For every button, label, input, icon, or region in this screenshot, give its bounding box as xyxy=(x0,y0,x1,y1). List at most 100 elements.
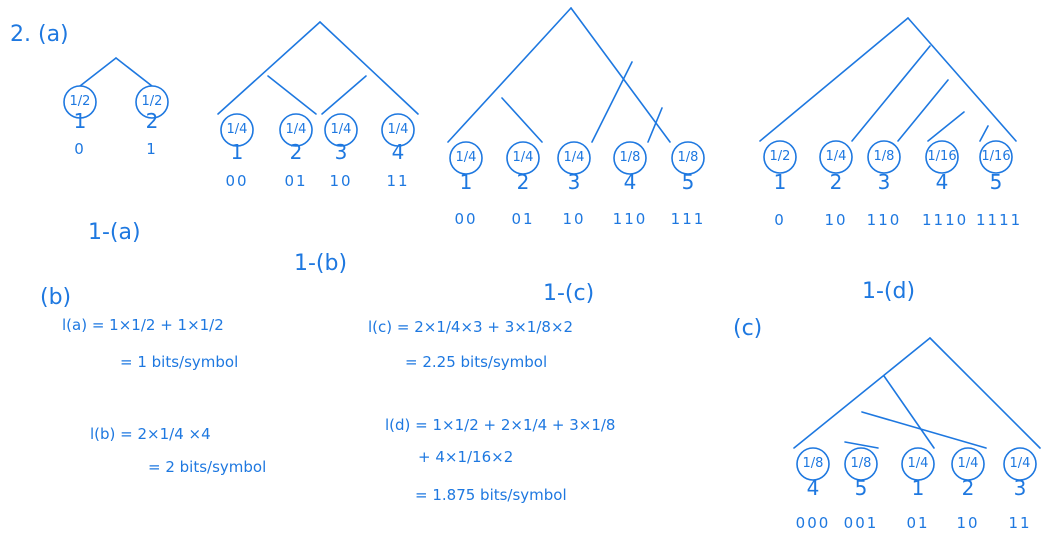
tree-c-leaf-code: 01 xyxy=(511,210,535,228)
tree-b-leaf-node xyxy=(381,113,415,147)
formula-la-1: l(a) = 1×1/2 + 1×1/2 xyxy=(62,316,224,334)
formula-ld-2: + 4×1/16×2 xyxy=(418,448,514,466)
tree-b-leaf-code: 10 xyxy=(329,172,353,190)
formula-lc-1: l(c) = 2×1/4×3 + 3×1/8×2 xyxy=(368,318,574,336)
tree-b-leaf-node xyxy=(279,113,313,147)
tree-e-leaf-probability: 1/4 xyxy=(907,456,929,471)
tree-b-edge xyxy=(217,21,321,115)
tree-d-edge xyxy=(897,79,949,142)
tree-c-leaf-code: 111 xyxy=(670,210,706,228)
tree-c-leaf-node xyxy=(671,141,705,175)
tree-c-leaf-code: 00 xyxy=(454,210,478,228)
tree-d-leaf-node xyxy=(979,140,1013,174)
tree-c-edge xyxy=(447,7,572,143)
tree-c-leaf-symbol: 1 xyxy=(459,170,473,194)
formula-lb-1: l(b) = 2×1/4 ×4 xyxy=(90,425,211,443)
tree-e-leaf-node xyxy=(951,447,985,481)
tree-d-leaf-symbol: 3 xyxy=(877,170,891,194)
tree-d-leaf-probability: 1/4 xyxy=(825,149,847,164)
tree-d-edge xyxy=(759,17,909,142)
tree-c-leaf-probability: 1/4 xyxy=(563,150,585,165)
tree-a-edge xyxy=(79,57,117,87)
tree-e-leaf-node xyxy=(901,447,935,481)
tree-e-leaf-symbol: 3 xyxy=(1013,476,1027,500)
problem-heading: 2. (a) xyxy=(10,22,69,47)
tree-d-leaf-node xyxy=(925,140,959,174)
tree-b-leaf-probability: 1/4 xyxy=(387,122,409,137)
tree-d-leaf-code: 1111 xyxy=(976,211,1023,229)
tree-c-leaf-node xyxy=(613,141,647,175)
tree-c-edge xyxy=(591,61,633,143)
tree-d-leaf-symbol: 2 xyxy=(829,170,843,194)
tree-b-leaf-symbol: 3 xyxy=(334,140,348,164)
tree-b-leaf-code: 11 xyxy=(386,172,410,190)
tree-b-edge xyxy=(267,75,317,115)
tree-e-leaf-code: 10 xyxy=(956,514,980,532)
tree-b-leaf-node xyxy=(324,113,358,147)
tree-a-leaf-code: 0 xyxy=(74,140,86,158)
tree-c-edge xyxy=(570,7,671,143)
tree-b-edge xyxy=(321,75,367,115)
tree-b-leaf-probability: 1/4 xyxy=(226,122,248,137)
tree-c-leaf-node xyxy=(506,141,540,175)
tree-b-leaf-probability: 1/4 xyxy=(330,122,352,137)
tree-d-edge xyxy=(927,111,965,142)
tree-d-leaf-probability: 1/16 xyxy=(927,149,957,164)
tree-b-leaf-node xyxy=(220,113,254,147)
tree-d-edge xyxy=(907,17,1017,142)
tree-c-leaf-symbol: 5 xyxy=(681,170,695,194)
tree-b-leaf-symbol: 1 xyxy=(230,140,244,164)
tree-d-leaf-code: 10 xyxy=(824,211,848,229)
tree-e-leaf-probability: 1/4 xyxy=(957,456,979,471)
tree-b-leaf-code: 01 xyxy=(284,172,308,190)
formula-lc-2: = 2.25 bits/symbol xyxy=(405,353,548,371)
tree-d-leaf-symbol: 5 xyxy=(989,170,1003,194)
tree-a-leaf-node xyxy=(135,85,169,119)
tree-e-edge xyxy=(861,411,987,449)
tree-c-leaf-probability: 1/4 xyxy=(512,150,534,165)
tree-a-leaf-probability: 1/2 xyxy=(69,94,91,109)
tree-e-leaf-symbol: 4 xyxy=(806,476,820,500)
tree-d-leaf-node xyxy=(819,140,853,174)
tree-d-edge xyxy=(851,45,931,142)
tree-c-leaf-symbol: 3 xyxy=(567,170,581,194)
tree-c-leaf-probability: 1/8 xyxy=(677,150,699,165)
tree-d-leaf-probability: 1/16 xyxy=(981,149,1011,164)
tree-d-leaf-code: 0 xyxy=(774,211,786,229)
tree-e-leaf-probability: 1/8 xyxy=(802,456,824,471)
tree-e-leaf-code: 000 xyxy=(795,514,831,532)
tree-a-leaf-probability: 1/2 xyxy=(141,94,163,109)
tree-e-leaf-symbol: 5 xyxy=(854,476,868,500)
tree-e-edge xyxy=(793,337,931,449)
part-b-heading: (b) xyxy=(40,285,72,310)
tree-c-leaf-node xyxy=(557,141,591,175)
formula-la-2: = 1 bits/symbol xyxy=(120,353,239,371)
tree-a-edge xyxy=(115,57,153,87)
tree-a-leaf-code: 1 xyxy=(146,140,158,158)
tree-e-edge xyxy=(883,375,935,449)
tree-b-edge xyxy=(319,21,419,115)
tree-e-leaf-symbol: 2 xyxy=(961,476,975,500)
tree-d-leaf-node xyxy=(867,140,901,174)
tree-a-leaf-symbol: 2 xyxy=(145,109,159,133)
caption-part-c: (c) xyxy=(733,316,763,341)
caption-tree-a: 1-(a) xyxy=(88,220,141,245)
tree-d-leaf-node xyxy=(763,140,797,174)
tree-c-leaf-probability: 1/8 xyxy=(619,150,641,165)
tree-b-leaf-symbol: 4 xyxy=(391,140,405,164)
tree-c-leaf-code: 10 xyxy=(562,210,586,228)
tree-e-leaf-probability: 1/4 xyxy=(1009,456,1031,471)
caption-tree-c: 1-(c) xyxy=(543,281,595,306)
formula-ld-1: l(d) = 1×1/2 + 2×1/4 + 3×1/8 xyxy=(385,416,616,434)
tree-d-leaf-symbol: 4 xyxy=(935,170,949,194)
tree-a-leaf-node xyxy=(63,85,97,119)
formula-lb-2: = 2 bits/symbol xyxy=(148,458,267,476)
tree-e-leaf-symbol: 1 xyxy=(911,476,925,500)
tree-d-leaf-probability: 1/2 xyxy=(769,149,791,164)
formula-ld-3: = 1.875 bits/symbol xyxy=(415,486,567,504)
tree-d-leaf-code: 1110 xyxy=(922,211,969,229)
tree-c-leaf-probability: 1/4 xyxy=(455,150,477,165)
tree-c-edge xyxy=(647,107,663,143)
tree-b-leaf-code: 00 xyxy=(225,172,249,190)
